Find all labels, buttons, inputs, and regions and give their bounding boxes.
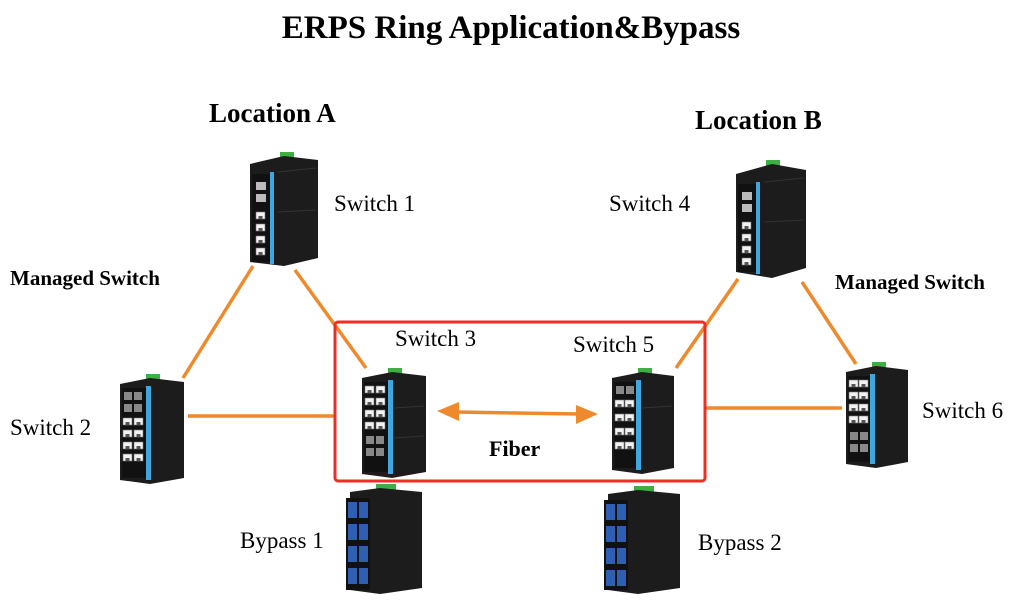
- fiber-arrow: [437, 402, 598, 424]
- managed-switch-label-right: Managed Switch: [835, 270, 985, 294]
- bypass-2-label: Bypass 2: [698, 530, 782, 555]
- switch-6-device: [846, 362, 908, 468]
- switch-1-device: [250, 152, 318, 266]
- switch-3-label: Switch 3: [395, 326, 477, 351]
- bypass-1-device: [346, 484, 422, 594]
- switch-2-device: [120, 374, 184, 484]
- link-switch1-switch3: [293, 268, 368, 370]
- erps-highlight-box: [333, 320, 707, 483]
- switch-5-device: [612, 368, 674, 474]
- link-switch4-switch6: [800, 281, 858, 365]
- diagram-title: ERPS Ring Application&Bypass: [281, 10, 741, 46]
- switch-4-label: Switch 4: [609, 191, 691, 216]
- switch-4-device: [736, 160, 806, 278]
- bypass-2-device: [604, 486, 680, 594]
- switch-5-label: Switch 5: [573, 332, 655, 357]
- link-switch1-switch2: [181, 265, 255, 379]
- switch-1-label: Switch 1: [334, 191, 416, 216]
- bypass-1-label: Bypass 1: [240, 528, 324, 553]
- location-a-label: Location A: [209, 98, 336, 128]
- location-b-label: Location B: [695, 105, 822, 135]
- switch-2-label: Switch 2: [10, 415, 92, 440]
- switch-3-device: [362, 368, 426, 478]
- fiber-label: Fiber: [489, 436, 541, 461]
- switch-6-label: Switch 6: [922, 398, 1004, 423]
- link-switch4-switch5: [674, 277, 740, 370]
- managed-switch-label-left: Managed Switch: [10, 266, 160, 290]
